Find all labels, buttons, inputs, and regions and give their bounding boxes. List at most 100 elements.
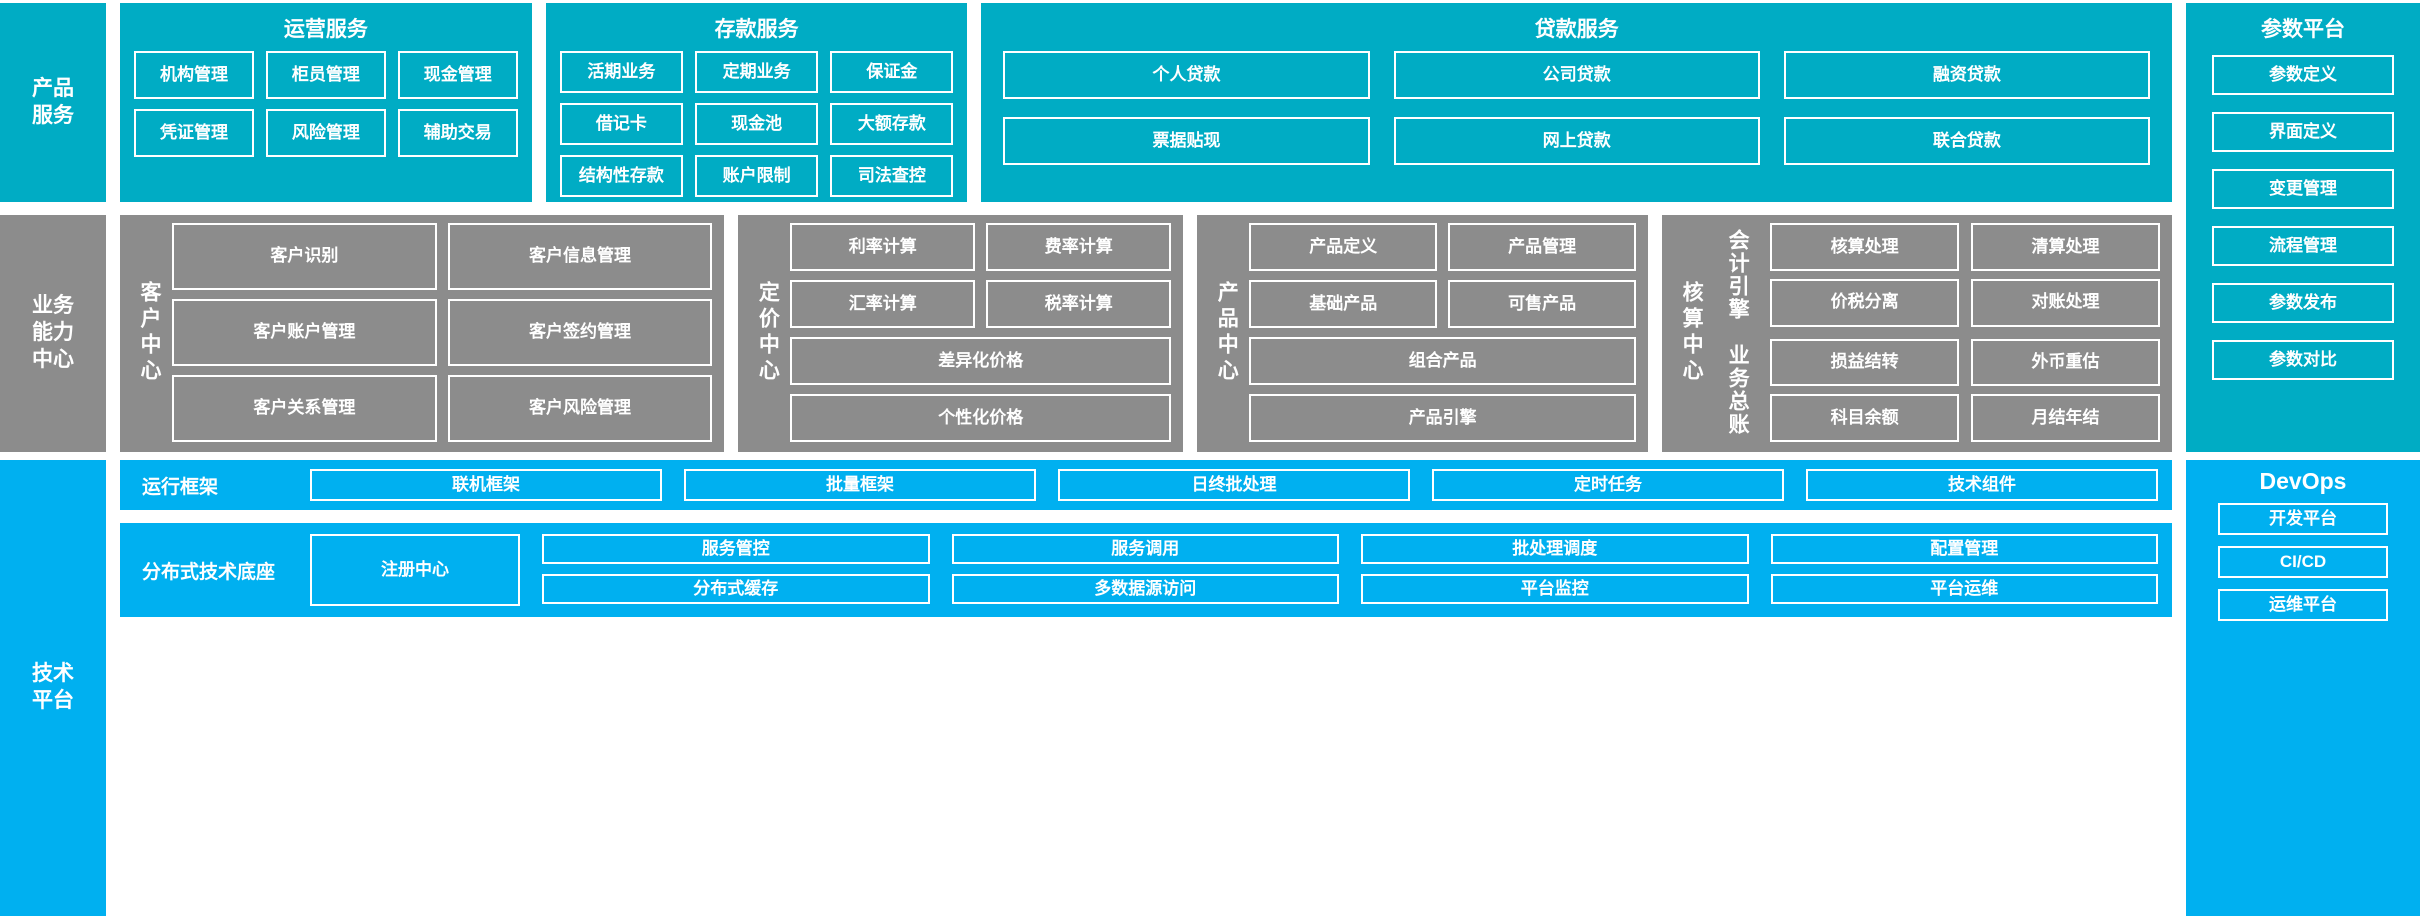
service-cell-bill-discount[interactable]: 票据贴现 <box>1003 117 1370 165</box>
tech-cell-config-management[interactable]: 配置管理 <box>1770 534 2158 564</box>
panel-pricing-center: 定价中心 利率计算 费率计算 汇率计算 税率计算 差异化价格 个性化价格 <box>738 215 1184 452</box>
param-cell-process-management[interactable]: 流程管理 <box>2212 226 2394 266</box>
center-label-customer: 客户中心 <box>138 280 161 385</box>
capability-cell-price-tax-separation[interactable]: 价税分离 <box>1770 278 1960 327</box>
capability-cell-interest-rate-calc[interactable]: 利率计算 <box>790 223 976 271</box>
service-cell-debit-card[interactable]: 借记卡 <box>559 103 683 145</box>
panel-title-operation-services: 运营服务 <box>283 18 368 41</box>
operation-services-grid: 机构管理 柜员管理 现金管理 凭证管理 风险管理 辅助交易 <box>120 51 532 169</box>
capability-cell-product-engine[interactable]: 产品引擎 <box>1249 394 1637 442</box>
service-cell-syndicated-loan[interactable]: 联合贷款 <box>1783 117 2150 165</box>
tech-cell-online-framework[interactable]: 联机框架 <box>310 469 662 501</box>
service-cell-demand-deposit[interactable]: 活期业务 <box>559 51 683 93</box>
tech-cell-eod-batch[interactable]: 日终批处理 <box>1058 469 1410 501</box>
service-cell-large-deposit[interactable]: 大额存款 <box>830 103 954 145</box>
param-cell-parameter-release[interactable]: 参数发布 <box>2212 283 2394 323</box>
service-cell-org-management[interactable]: 机构管理 <box>134 51 254 99</box>
capability-cell-profit-loss-carryover[interactable]: 损益结转 <box>1770 338 1960 387</box>
accounting-center-body: 会计引擎 核算处理 清算处理 价税分离 对账处理 业务总账 损益结转 外币重估 … <box>1714 223 2160 442</box>
param-cell-ui-definition[interactable]: 界面定义 <box>2212 112 2394 152</box>
capability-cell-composite-product[interactable]: 组合产品 <box>1249 337 1637 385</box>
tech-cell-distributed-cache[interactable]: 分布式缓存 <box>542 574 930 604</box>
subgroup-label-business-ledger: 业务总账 <box>1726 344 1750 437</box>
tech-row-label-runtime-framework: 运行框架 <box>142 476 219 498</box>
capability-cell-settlement-processing[interactable]: 清算处理 <box>1971 223 2160 271</box>
tech-cell-scheduled-task[interactable]: 定时任务 <box>1432 469 1784 501</box>
panel-title-parameter-platform: 参数平台 <box>2261 18 2345 41</box>
service-cell-risk-management[interactable]: 风险管理 <box>265 109 386 157</box>
service-cell-margin-deposit[interactable]: 保证金 <box>830 51 954 93</box>
capability-cell-fx-revaluation[interactable]: 外币重估 <box>1971 338 2160 387</box>
subgroup-label-accounting-engine: 会计引擎 <box>1726 228 1750 321</box>
tech-cell-batch-scheduling[interactable]: 批处理调度 <box>1361 534 1749 564</box>
panel-deposit-services: 存款服务 活期业务 定期业务 保证金 借记卡 现金池 大额存款 结构性存款 账户… <box>545 3 968 202</box>
band-label-product-services: 产品 服务 <box>0 3 106 202</box>
capability-cell-differential-pricing[interactable]: 差异化价格 <box>790 337 1172 385</box>
devops-cell-ci-cd[interactable]: CI/CD <box>2218 546 2388 578</box>
devops-cell-ops-platform[interactable]: 运维平台 <box>2218 589 2388 621</box>
center-label-accounting: 核算中心 <box>1680 280 1704 385</box>
capability-cell-product-definition[interactable]: 产品定义 <box>1249 223 1438 271</box>
capability-cell-fee-rate-calc[interactable]: 费率计算 <box>986 223 1172 271</box>
capability-cell-reconciliation[interactable]: 对账处理 <box>1971 278 2160 327</box>
param-cell-change-management[interactable]: 变更管理 <box>2212 169 2394 209</box>
service-cell-time-deposit[interactable]: 定期业务 <box>695 51 819 93</box>
capability-cell-tax-rate-calc[interactable]: 税率计算 <box>986 280 1172 328</box>
capability-cell-customer-contract-mgmt[interactable]: 客户签约管理 <box>447 299 713 366</box>
tech-cell-platform-ops[interactable]: 平台运维 <box>1770 574 2158 604</box>
service-cell-financing-loan[interactable]: 融资贷款 <box>1783 51 2150 99</box>
capability-cell-basic-product[interactable]: 基础产品 <box>1249 280 1438 328</box>
runtime-framework-cells: 联机框架 批量框架 日终批处理 定时任务 技术组件 <box>310 469 2158 501</box>
tech-cell-tech-components[interactable]: 技术组件 <box>1806 469 2158 501</box>
center-label-product: 产品中心 <box>1215 280 1239 385</box>
service-cell-personal-loan[interactable]: 个人贷款 <box>1003 51 1370 99</box>
service-cell-structured-deposit[interactable]: 结构性存款 <box>559 155 683 197</box>
panel-devops: DevOps 开发平台 CI/CD 运维平台 <box>2186 460 2420 916</box>
panel-title-loan-services: 贷款服务 <box>1534 18 1619 41</box>
technology-platform-rows: 运行框架 联机框架 批量框架 日终批处理 定时任务 技术组件 分布式技术底座 注… <box>120 460 2172 916</box>
capability-cell-accounting-processing[interactable]: 核算处理 <box>1770 223 1960 271</box>
capability-cell-customer-risk-mgmt[interactable]: 客户风险管理 <box>447 375 713 442</box>
band-business-capability-center: 业务 能力 中心 客户中心 客户识别 客户信息管理 客户账户管理 客户签约管理 … <box>0 215 2172 452</box>
tech-cell-service-governance[interactable]: 服务管控 <box>542 534 930 564</box>
tech-cell-platform-monitoring[interactable]: 平台监控 <box>1361 574 1749 604</box>
panel-loan-services: 贷款服务 个人贷款 公司贷款 融资贷款 票据贴现 网上贷款 联合贷款 <box>981 3 2172 202</box>
capability-cell-account-balance[interactable]: 科目余额 <box>1770 394 1960 442</box>
tech-row-distributed-base: 分布式技术底座 注册中心 服务管控 服务调用 批处理调度 配置管理 分布式缓存 … <box>120 523 2172 617</box>
tech-cell-service-invocation[interactable]: 服务调用 <box>951 534 1339 564</box>
capability-cell-customer-account-mgmt[interactable]: 客户账户管理 <box>172 299 437 366</box>
param-cell-parameter-definition[interactable]: 参数定义 <box>2212 55 2394 95</box>
panel-product-center: 产品中心 产品定义 产品管理 基础产品 可售产品 组合产品 产品引擎 <box>1197 215 1649 452</box>
capability-cell-exchange-rate-calc[interactable]: 汇率计算 <box>790 280 976 328</box>
capability-cell-month-year-end-close[interactable]: 月结年结 <box>1971 394 2160 442</box>
capability-cell-personalized-pricing[interactable]: 个性化价格 <box>790 394 1172 442</box>
tech-cell-registry-center[interactable]: 注册中心 <box>310 534 520 606</box>
panel-operation-services: 运营服务 机构管理 柜员管理 现金管理 凭证管理 风险管理 辅助交易 <box>120 3 532 202</box>
tech-cell-batch-framework[interactable]: 批量框架 <box>684 469 1036 501</box>
business-ledger-grid: 损益结转 外币重估 科目余额 月结年结 <box>1770 338 2160 442</box>
capability-cell-customer-identification[interactable]: 客户识别 <box>172 223 437 290</box>
capability-cell-product-management[interactable]: 产品管理 <box>1448 223 1637 271</box>
service-cell-judicial-control[interactable]: 司法查控 <box>830 155 954 197</box>
center-label-pricing: 定价中心 <box>756 280 780 385</box>
capability-cell-customer-relation-mgmt[interactable]: 客户关系管理 <box>172 375 437 442</box>
service-cell-voucher-management[interactable]: 凭证管理 <box>134 109 254 157</box>
panel-accounting-center: 核算中心 会计引擎 核算处理 清算处理 价税分离 对账处理 业务总账 损益结转 … <box>1662 215 2172 452</box>
service-cell-teller-management[interactable]: 柜员管理 <box>265 51 386 99</box>
service-cell-auxiliary-trade[interactable]: 辅助交易 <box>397 109 518 157</box>
service-cell-online-loan[interactable]: 网上贷款 <box>1393 117 1760 165</box>
tech-row-label-distributed-base: 分布式技术底座 <box>142 561 276 583</box>
product-center-grid: 产品定义 产品管理 基础产品 可售产品 组合产品 产品引擎 <box>1249 223 1637 442</box>
capability-cell-sellable-product[interactable]: 可售产品 <box>1448 280 1637 328</box>
service-cell-cash-pool[interactable]: 现金池 <box>695 103 819 145</box>
band-label-business-capability-center: 业务 能力 中心 <box>0 215 106 452</box>
tech-cell-multi-datasource[interactable]: 多数据源访问 <box>951 574 1339 604</box>
service-cell-cash-management[interactable]: 现金管理 <box>397 51 518 99</box>
capability-cell-customer-info-mgmt[interactable]: 客户信息管理 <box>447 223 713 290</box>
service-cell-account-restriction[interactable]: 账户限制 <box>695 155 819 197</box>
devops-cell-dev-platform[interactable]: 开发平台 <box>2218 503 2388 535</box>
accounting-subgroup-business-ledger: 业务总账 损益结转 外币重估 科目余额 月结年结 <box>1714 338 2160 442</box>
accounting-subgroup-accounting-engine: 会计引擎 核算处理 清算处理 价税分离 对账处理 <box>1714 223 2160 327</box>
param-cell-parameter-comparison[interactable]: 参数对比 <box>2212 340 2394 380</box>
service-cell-corporate-loan[interactable]: 公司贷款 <box>1393 51 1760 99</box>
